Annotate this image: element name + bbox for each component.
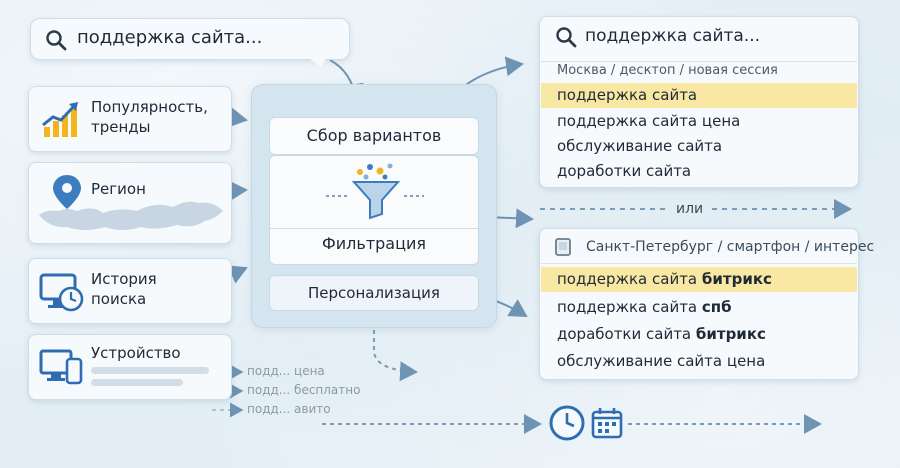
or-label: или <box>676 201 704 217</box>
collect-step: Сбор вариантов <box>269 117 479 155</box>
dropped-suggestion: подд... авито <box>247 402 331 416</box>
factor-label: Устройство <box>91 344 181 362</box>
personalize-step: Персонализация <box>269 275 479 311</box>
suggestions-panel-b: Санкт-Петербург / смартфон / интерес под… <box>539 228 875 380</box>
suggestion-base: доработки сайта <box>557 325 696 343</box>
placeholder-line <box>91 367 209 374</box>
dropped-suggestion: подд... бесплатно <box>247 383 361 397</box>
divider <box>541 263 857 264</box>
factor-region: Регион <box>28 162 232 244</box>
trend-chart-icon <box>42 102 78 137</box>
process-block: Сбор вариантов Фильтрация Персонализация <box>251 84 497 328</box>
smartphone-icon <box>555 238 571 256</box>
suggestion-item[interactable]: обслуживание сайта цена <box>541 349 857 374</box>
search-bar-a[interactable]: поддержка сайта... <box>541 17 857 62</box>
funnel-icon <box>326 163 424 220</box>
factor-label: поиска <box>91 290 147 308</box>
calendar-icon <box>591 408 623 439</box>
russia-map-icon <box>39 175 223 230</box>
suggestion-base: поддержка сайта <box>557 270 702 288</box>
suggestion-item[interactable]: доработки сайта <box>557 162 692 180</box>
search-query: поддержка сайта... <box>77 27 263 48</box>
monitor-clock-icon <box>39 273 84 312</box>
suggestion-item[interactable]: поддержка сайта битрикс <box>541 267 857 292</box>
suggestion-base: поддержка сайта <box>557 298 702 316</box>
context-label: Санкт-Петербург / смартфон / интерес <box>586 239 875 255</box>
context-label: Москва / десктоп / новая сессия <box>557 63 778 78</box>
divider <box>270 228 478 229</box>
factor-popularity: Популярность, тренды <box>28 86 232 152</box>
devices-icon <box>39 349 83 385</box>
search-box[interactable]: поддержка сайта... <box>30 18 350 67</box>
search-icon <box>556 27 577 48</box>
filter-label: Фильтрация <box>321 234 427 253</box>
suggestions-panel-a: поддержка сайта... Москва / десктоп / но… <box>539 16 859 188</box>
factor-label: Регион <box>91 180 146 198</box>
filter-step: Фильтрация <box>269 155 479 265</box>
search-box-tail <box>307 57 327 67</box>
factor-device: Устройство <box>28 334 232 400</box>
suggestion-item[interactable]: обслуживание сайта <box>557 137 723 155</box>
factor-history: История поиска <box>28 258 232 324</box>
suggestion-bold: битрикс <box>701 270 772 288</box>
suggestion-bold: битрикс <box>695 325 766 343</box>
search-query: поддержка сайта... <box>585 26 761 46</box>
factor-label: Популярность, <box>91 98 208 116</box>
suggestion-item[interactable]: поддержка сайта спб <box>541 295 857 320</box>
search-icon <box>46 30 67 51</box>
personalize-label: Персонализация <box>308 284 440 302</box>
factor-label: тренды <box>91 118 151 136</box>
dropped-suggestion: подд... цена <box>247 364 325 378</box>
suggestion-base: обслуживание сайта цена <box>557 352 766 370</box>
suggestion-item[interactable]: доработки сайта битрикс <box>541 322 857 347</box>
factor-label: История <box>91 270 157 288</box>
suggestion-item[interactable]: поддержка сайта <box>541 83 857 108</box>
suggestion-item[interactable]: поддержка сайта цена <box>557 112 741 130</box>
suggestion-bold: спб <box>701 298 732 316</box>
collect-label: Сбор вариантов <box>306 126 442 145</box>
clock-icon <box>549 405 585 441</box>
placeholder-line <box>91 379 183 386</box>
